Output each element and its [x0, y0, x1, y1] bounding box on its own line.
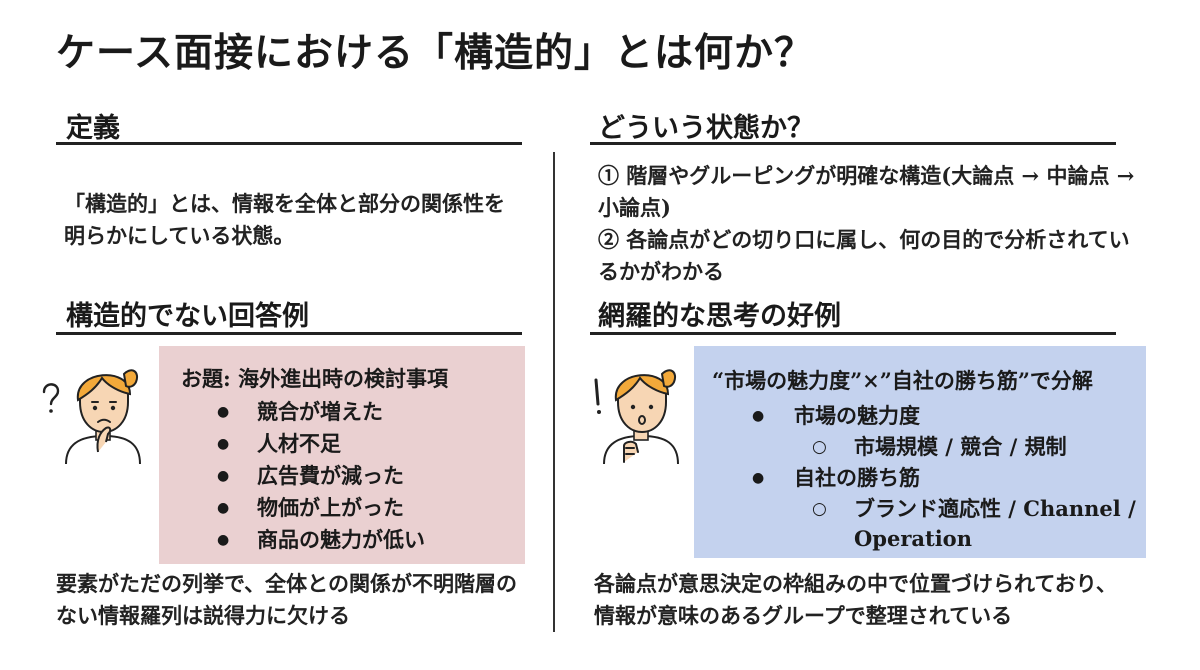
good-example-rule [590, 332, 1116, 335]
bad-example-list: 競合が増えた 人材不足 広告費が減った 物価が上がった 商品の魅力が低い [181, 396, 525, 556]
state-point-2: ② 各論点がどの切り口に属し、何の目的で分析されているかがわかる [598, 227, 1130, 284]
good-example-heading: 網羅的な思考の好例 [598, 301, 841, 332]
list-item: 自社の勝ち筋 [712, 462, 1146, 494]
good-example-caption: 各論点が意思決定の枠組みの中で位置づけられており、情報が意味のあるグループで整理… [594, 571, 1117, 628]
list-item: 物価が上がった [181, 492, 525, 524]
bad-example-box: お題: 海外進出時の検討事項 競合が増えた 人材不足 広告費が減った 物価が上が… [159, 346, 525, 564]
list-subitem: 市場規模 / 競合 / 規制 [712, 432, 1154, 462]
definition-rule [56, 142, 522, 145]
good-example-box-title: “市場の魅力度”×”自社の勝ち筋”で分解 [712, 368, 1093, 393]
state-heading: どういう状態か？ [598, 113, 814, 144]
question-mark-icon [42, 383, 60, 413]
list-item: 市場の魅力度 [712, 400, 1146, 432]
list-item: 商品の魅力が低い [181, 524, 525, 556]
list-item: 広告費が減った [181, 460, 525, 492]
good-example-box: “市場の魅力度”×”自社の勝ち筋”で分解 市場の魅力度 市場規模 / 競合 / … [694, 346, 1146, 558]
bad-example-rule [56, 332, 522, 335]
bad-example-caption: 要素がただの列挙で、全体との関係が不明階層のない情報羅列は説得力に欠ける [56, 571, 517, 628]
bad-example-box-title: お題: 海外進出時の検討事項 [181, 366, 449, 391]
surprised-person-illustration [594, 369, 679, 464]
list-subitem: ブランド適応性 / Channel / Operation [712, 494, 1154, 554]
list-item: 競合が増えた [181, 396, 525, 428]
state-rule [590, 142, 1116, 145]
bad-example-heading: 構造的でない回答例 [66, 301, 309, 332]
definition-heading: 定義 [66, 113, 120, 144]
exclamation-mark-icon [594, 378, 601, 414]
page-title: ケース面接における「構造的」とは何か？ [56, 30, 815, 76]
column-divider [553, 152, 555, 632]
definition-text: 「構造的」とは、情報を全体と部分の関係性を明らかにしている状態。 [64, 191, 505, 248]
good-example-list: 市場の魅力度 市場規模 / 競合 / 規制 自社の勝ち筋 ブランド適応性 / C… [712, 400, 1146, 554]
confused-person-illustration [42, 369, 141, 464]
state-point-1: ① 階層やグルーピングが明確な構造(大論点 → 中論点 → 小論点) [598, 163, 1135, 220]
list-item: 人材不足 [181, 428, 525, 460]
